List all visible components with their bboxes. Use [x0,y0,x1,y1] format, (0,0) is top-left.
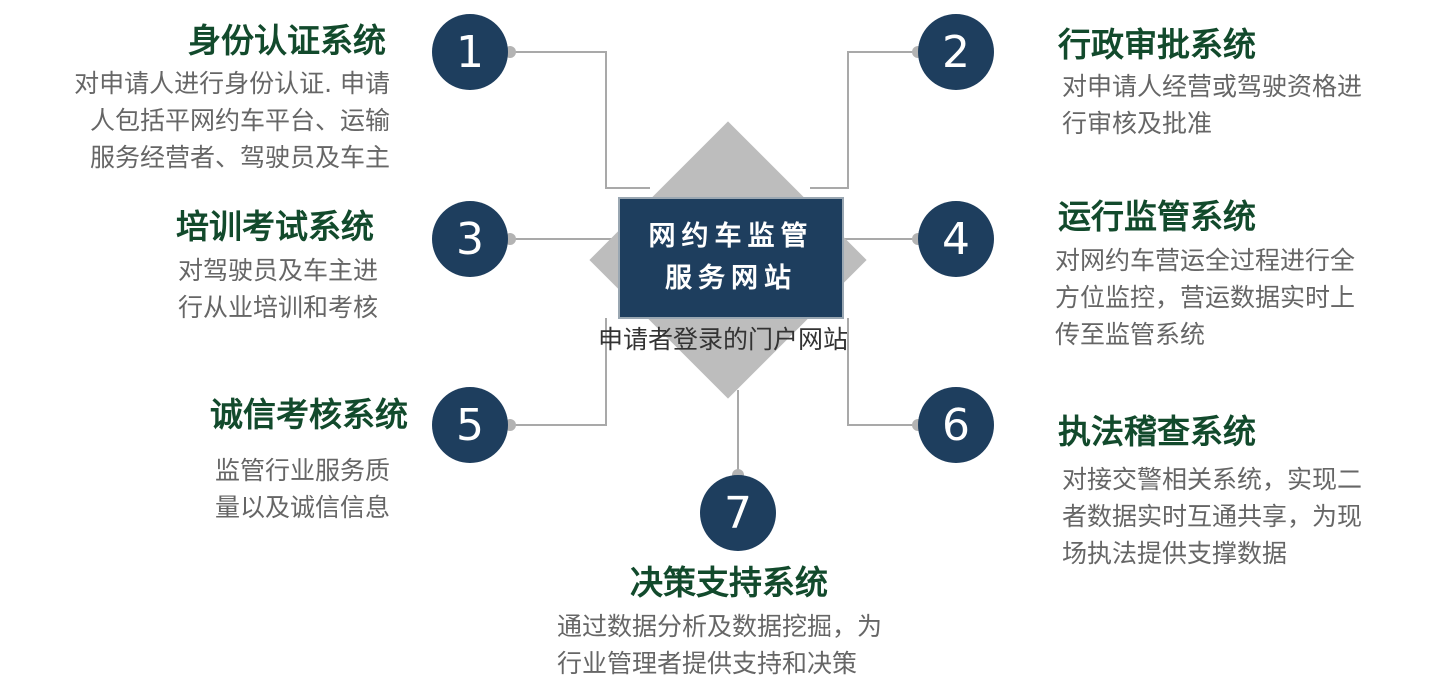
badge-4: 4 [918,201,994,277]
center-title-line2: 服务网站 [665,263,797,294]
system-2-desc-line: 行审核及批准 [1062,109,1213,138]
system-6-title: 执法稽查系统 [1058,412,1256,451]
system-1-desc: 对申请人进行身份认证. 申请 人包括平网约车平台、运输 服务经营者、驾驶员及车主 [74,65,390,176]
system-5-desc: 监管行业服务质 量以及诚信信息 [215,452,390,526]
badge-3: 3 [432,201,508,277]
center-title-line1: 网约车监管 [648,221,814,252]
badge-6: 6 [918,387,994,463]
system-3-desc: 对驾驶员及车主进 行从业培训和考核 [178,252,378,326]
connector-2 [810,51,918,189]
connector-1 [510,51,650,189]
center-caption: 申请者登录的门户网站 [598,325,849,354]
badge-1: 1 [432,14,508,90]
system-3-desc-line: 行从业培训和考核 [177,293,378,322]
system-7-desc-line: 行业管理者提供支持和决策 [557,649,858,678]
system-1-title: 身份认证系统 [188,21,386,60]
system-2-desc: 对申请人经营或驾驶资格进 行审核及批准 [1062,68,1362,142]
system-4-desc-line: 传至监管系统 [1055,320,1206,349]
system-7-desc-line: 通过数据分析及数据挖掘，为 [557,612,883,641]
system-6-desc-line: 对接交警相关系统，实现二 [1062,465,1363,494]
system-3-desc-line: 对驾驶员及车主进 [177,256,378,285]
system-3-title: 培训考试系统 [176,207,374,246]
connector-6 [847,318,918,426]
badge-5: 5 [432,387,508,463]
system-6-desc-line: 者数据实时互通共享，为现 [1062,502,1363,531]
system-2-title: 行政审批系统 [1058,25,1256,64]
system-4-title: 运行监管系统 [1058,197,1256,236]
system-4-desc-line: 对网约车营运全过程进行全 [1055,246,1356,275]
system-2-desc-line: 对申请人经营或驾驶资格进 [1062,72,1363,101]
system-5-desc-line: 量以及诚信信息 [214,493,390,522]
system-1-desc-line: 对申请人进行身份认证. 申请 [74,69,390,98]
system-4-desc: 对网约车营运全过程进行全 方位监控，营运数据实时上 传至监管系统 [1055,242,1355,353]
system-7-title: 决策支持系统 [630,563,828,602]
badge-7: 7 [700,475,776,551]
system-5-desc-line: 监管行业服务质 [214,456,390,485]
system-6-desc-line: 场执法提供支撑数据 [1062,539,1288,568]
system-5-title: 诚信考核系统 [210,395,408,434]
system-1-desc-line: 服务经营者、驾驶员及车主 [89,143,390,172]
system-7-desc: 通过数据分析及数据挖掘，为 行业管理者提供支持和决策 [557,608,882,682]
system-6-desc: 对接交警相关系统，实现二 者数据实时互通共享，为现 场执法提供支撑数据 [1062,461,1362,572]
system-4-desc-line: 方位监控，营运数据实时上 [1055,283,1356,312]
center-box: 网约车监管 服务网站 [618,197,844,319]
connector-5 [510,318,607,426]
badge-2: 2 [918,14,994,90]
system-1-desc-line: 人包括平网约车平台、运输 [89,106,390,135]
